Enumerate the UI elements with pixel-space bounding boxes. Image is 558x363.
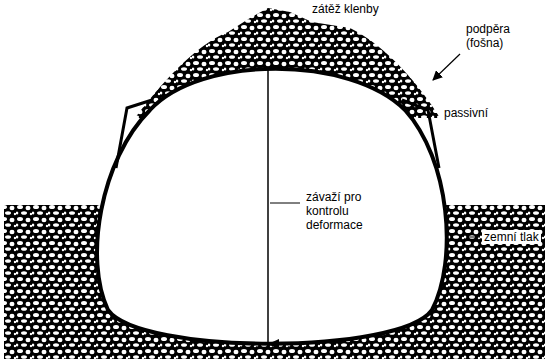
tunnel-lining [97,69,447,344]
pressure-label: zemní tlak [482,230,541,244]
passive-label: passivní [442,106,490,120]
support-plank [116,100,152,168]
leader-line [433,54,460,80]
plumb-label: závaží pro kontrolu deformace [304,190,392,232]
plumb-line [267,68,269,344]
support-label: podpěra (fošna) [464,22,528,50]
leader-line [468,237,480,238]
load-label: zátěž klenby [310,2,381,16]
leader-line [270,203,300,204]
support-plank [402,100,439,168]
